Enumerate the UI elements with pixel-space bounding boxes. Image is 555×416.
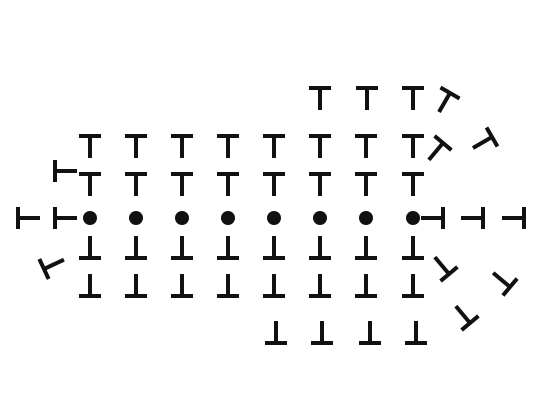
stitch-row-upper [309,134,331,158]
stitch-row-below-center [309,236,331,260]
center-dot [175,211,189,225]
center-dot [406,211,420,225]
stitch-row-lower [217,274,239,298]
stitch-row-above-center [402,172,424,196]
stitch-row-upper [171,134,193,158]
stitch-row-upper [402,134,424,158]
stitch-row-below-center [355,236,377,260]
center-dot [313,211,327,225]
stitch-row-below-center [263,236,285,260]
stitch-center-left [53,207,77,229]
stitch-row-lower-slant [491,271,519,297]
stitch-row-above-center [125,172,147,196]
center-dot [221,211,235,225]
stitch-row-top [356,86,378,110]
stitch-row-bottom-slant [454,304,480,332]
center-dot [267,211,281,225]
stitch-row-lower [402,274,424,298]
stitch-center-right-2 [461,207,485,229]
stitch-left-slant-upper [53,160,77,182]
stitch-row-above-center [79,172,101,196]
stitch-row-above-center [309,172,331,196]
stitch-row-above-center [355,172,377,196]
stitch-row-lower [309,274,331,298]
stitch-row-upper-slant [427,134,453,162]
stitch-row-upper-slant-outer [471,126,500,150]
stitch-row-upper [263,134,285,158]
stitch-row-top [309,86,331,110]
stitch-row-below-center-slant [433,255,459,283]
stitch-left-slant-lower [37,257,65,280]
center-dot [359,211,373,225]
stitch-row-lower [355,274,377,298]
stitch-row-top-slant [437,85,461,114]
stitch-row-below-center [217,236,239,260]
stitch-row-top [402,86,424,110]
stitch-row-below-center [79,236,101,260]
stitch-row-below-center [402,236,424,260]
stitch-row-lower [171,274,193,298]
stitch-row-above-center [217,172,239,196]
center-dot [83,211,97,225]
stitch-row-above-center [263,172,285,196]
stitch-row-bottom [265,321,287,345]
stitch-row-lower [125,274,147,298]
stitch-center-left-outer [16,207,40,229]
stitch-center-right-3 [502,207,526,229]
stitch-row-above-center [171,172,193,196]
stitch-row-bottom [405,321,427,345]
stitch-row-below-center [125,236,147,260]
stitch-row-bottom [359,321,381,345]
stitch-row-lower [263,274,285,298]
stitch-row-upper [355,134,377,158]
stitch-row-upper [217,134,239,158]
stitch-row-below-center [171,236,193,260]
stitch-row-bottom [311,321,333,345]
stitch-row-upper [125,134,147,158]
stitch-center-right-1 [421,207,445,229]
stitch-row-lower [79,274,101,298]
stitch-row-upper [79,134,101,158]
center-dot [129,211,143,225]
